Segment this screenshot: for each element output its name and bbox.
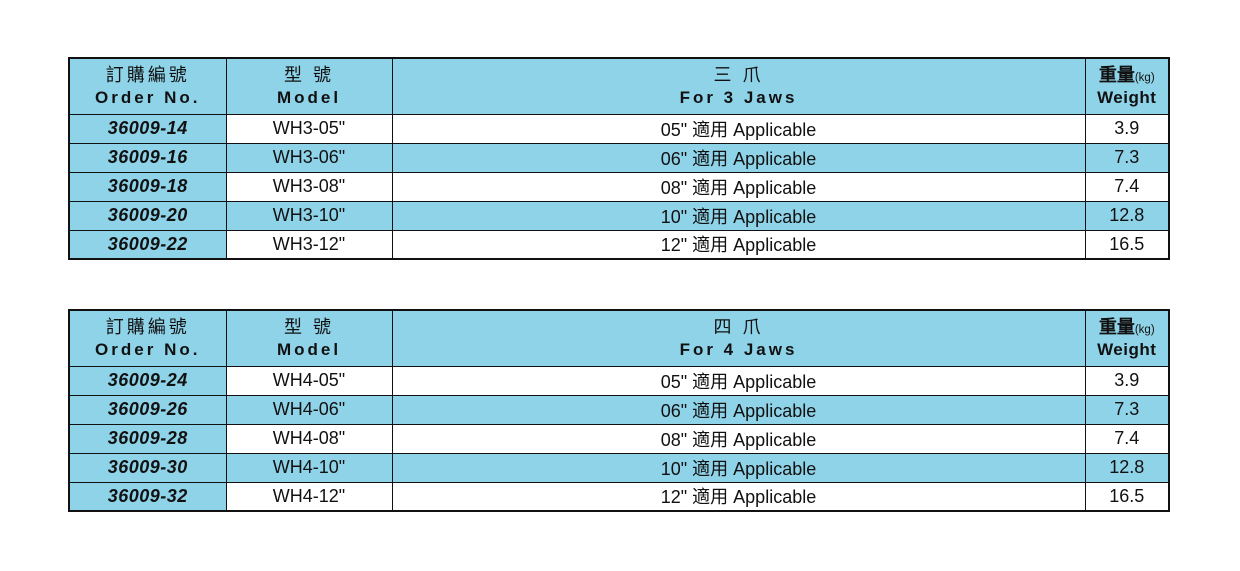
weight-cell: 7.4 — [1084, 171, 1170, 202]
model-cell: WH3-12" — [225, 229, 393, 260]
order-no-cell: 36009-18 — [68, 171, 227, 202]
header-weight-unit: (kg) — [1134, 72, 1155, 85]
weight-cell: 12.8 — [1084, 452, 1170, 483]
table-row: 36009-22 WH3-12" 12" 適用 Applicable 16.5 — [68, 229, 1170, 260]
order-no-cell: 36009-26 — [68, 394, 227, 425]
order-no-cell: 36009-14 — [68, 113, 227, 144]
model-cell: WH4-10" — [225, 452, 393, 483]
header-row: 訂購編號 Order No. 型 號 Model 四 爪 For 4 Jaws … — [68, 309, 1170, 367]
applicable-cell: 10" 適用 Applicable — [391, 452, 1086, 483]
order-no-cell: 36009-28 — [68, 423, 227, 454]
table-row: 36009-20 WH3-10" 10" 適用 Applicable 12.8 — [68, 200, 1170, 231]
header-for-3-jaws-zh: 三 爪 — [713, 65, 764, 86]
model-cell: WH4-12" — [225, 481, 393, 512]
applicable-cell: 06" 適用 Applicable — [391, 394, 1086, 425]
header-order-no: 訂購編號 Order No. — [68, 57, 227, 115]
header-model: 型 號 Model — [225, 57, 393, 115]
weight-cell: 3.9 — [1084, 113, 1170, 144]
header-weight: 重量(kg) Weight — [1084, 57, 1170, 115]
model-cell: WH3-10" — [225, 200, 393, 231]
header-order-no-en: Order No. — [95, 87, 201, 107]
header-weight-en: Weight — [1097, 339, 1157, 359]
header-order-no: 訂購編號 Order No. — [68, 309, 227, 367]
weight-cell: 16.5 — [1084, 481, 1170, 512]
order-no-cell: 36009-30 — [68, 452, 227, 483]
header-model-en: Model — [276, 87, 342, 107]
model-cell: WH3-05" — [225, 113, 393, 144]
catalog-table-4-jaws: 訂購編號 Order No. 型 號 Model 四 爪 For 4 Jaws … — [68, 309, 1170, 512]
order-no-cell: 36009-16 — [68, 142, 227, 173]
table-row: 36009-16 WH3-06" 06" 適用 Applicable 7.3 — [68, 142, 1170, 173]
applicable-cell: 05" 適用 Applicable — [391, 365, 1086, 396]
header-weight-zh: 重量(kg) — [1098, 65, 1155, 86]
header-model-zh: 型 號 — [283, 317, 334, 338]
header-weight-en: Weight — [1097, 87, 1157, 107]
header-order-no-zh: 訂購編號 — [105, 317, 190, 338]
header-model: 型 號 Model — [225, 309, 393, 367]
applicable-cell: 12" 適用 Applicable — [391, 481, 1086, 512]
weight-cell: 7.3 — [1084, 142, 1170, 173]
model-cell: WH4-08" — [225, 423, 393, 454]
applicable-cell: 12" 適用 Applicable — [391, 229, 1086, 260]
header-model-zh: 型 號 — [283, 65, 334, 86]
table-row: 36009-14 WH3-05" 05" 適用 Applicable 3.9 — [68, 113, 1170, 144]
header-order-no-en: Order No. — [95, 339, 201, 359]
model-cell: WH4-06" — [225, 394, 393, 425]
table-row: 36009-18 WH3-08" 08" 適用 Applicable 7.4 — [68, 171, 1170, 202]
table-header-3-jaws: 訂購編號 Order No. 型 號 Model 三 爪 For 3 Jaws … — [68, 57, 1170, 115]
applicable-cell: 05" 適用 Applicable — [391, 113, 1086, 144]
applicable-cell: 08" 適用 Applicable — [391, 171, 1086, 202]
header-for-4-jaws-zh: 四 爪 — [713, 317, 764, 338]
header-weight-unit: (kg) — [1134, 324, 1155, 337]
weight-cell: 16.5 — [1084, 229, 1170, 260]
table-row: 36009-26 WH4-06" 06" 適用 Applicable 7.3 — [68, 394, 1170, 425]
model-cell: WH3-06" — [225, 142, 393, 173]
weight-cell: 7.3 — [1084, 394, 1170, 425]
model-cell: WH3-08" — [225, 171, 393, 202]
order-no-cell: 36009-24 — [68, 365, 227, 396]
order-no-cell: 36009-32 — [68, 481, 227, 512]
table-row: 36009-30 WH4-10" 10" 適用 Applicable 12.8 — [68, 452, 1170, 483]
header-order-no-zh: 訂購編號 — [105, 65, 190, 86]
header-model-en: Model — [276, 339, 342, 359]
header-weight-zh: 重量(kg) — [1098, 317, 1155, 338]
applicable-cell: 06" 適用 Applicable — [391, 142, 1086, 173]
header-for-4-jaws-en: For 4 Jaws — [679, 339, 798, 359]
header-for-4-jaws: 四 爪 For 4 Jaws — [391, 309, 1086, 367]
table-header-4-jaws: 訂購編號 Order No. 型 號 Model 四 爪 For 4 Jaws … — [68, 309, 1170, 367]
header-for-3-jaws: 三 爪 For 3 Jaws — [391, 57, 1086, 115]
header-for-3-jaws-en: For 3 Jaws — [679, 87, 798, 107]
table-row: 36009-24 WH4-05" 05" 適用 Applicable 3.9 — [68, 365, 1170, 396]
model-cell: WH4-05" — [225, 365, 393, 396]
order-no-cell: 36009-20 — [68, 200, 227, 231]
header-weight: 重量(kg) Weight — [1084, 309, 1170, 367]
table-row: 36009-32 WH4-12" 12" 適用 Applicable 16.5 — [68, 481, 1170, 512]
order-no-cell: 36009-22 — [68, 229, 227, 260]
applicable-cell: 08" 適用 Applicable — [391, 423, 1086, 454]
weight-cell: 12.8 — [1084, 200, 1170, 231]
catalog-table-3-jaws: 訂購編號 Order No. 型 號 Model 三 爪 For 3 Jaws … — [68, 57, 1170, 260]
weight-cell: 3.9 — [1084, 365, 1170, 396]
table-row: 36009-28 WH4-08" 08" 適用 Applicable 7.4 — [68, 423, 1170, 454]
applicable-cell: 10" 適用 Applicable — [391, 200, 1086, 231]
weight-cell: 7.4 — [1084, 423, 1170, 454]
header-row: 訂購編號 Order No. 型 號 Model 三 爪 For 3 Jaws … — [68, 57, 1170, 115]
